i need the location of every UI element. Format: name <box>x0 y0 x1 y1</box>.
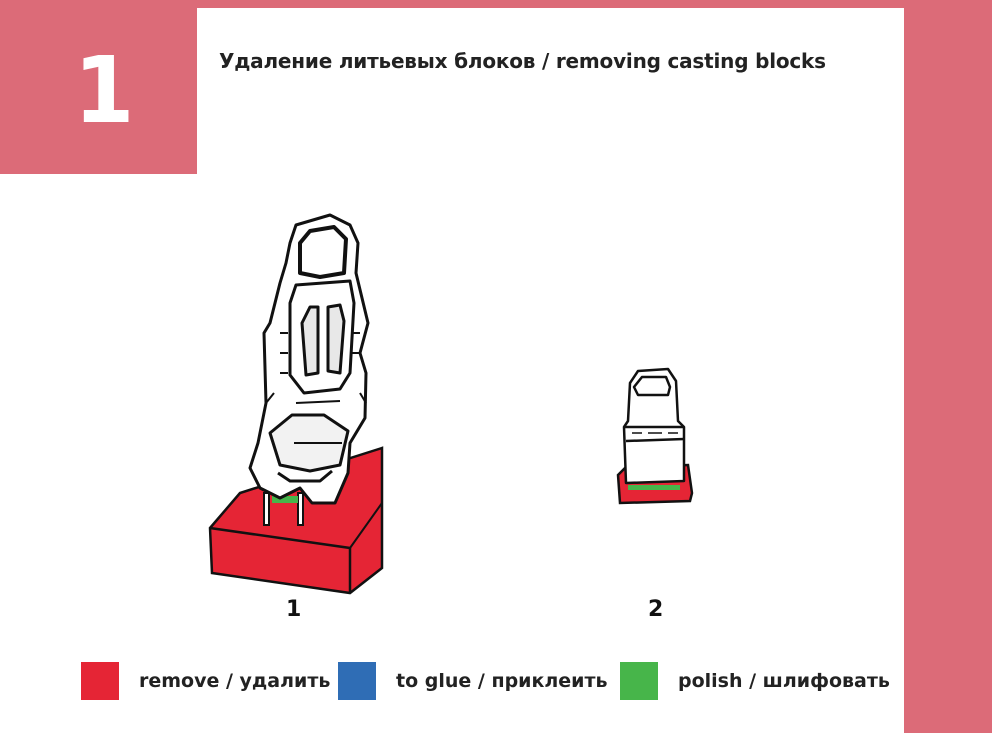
small-polish-area <box>628 485 680 490</box>
legend-remove-label: remove / удалить <box>139 670 331 692</box>
legend-remove: remove / удалить <box>81 662 330 700</box>
legend-glue: to glue / приклеить <box>338 662 608 700</box>
step-title: Удаление литьевых блоков / removing cast… <box>219 49 826 73</box>
legend-glue-label: to glue / приклеить <box>396 670 608 692</box>
figure-1-seat-illustration <box>208 213 384 595</box>
small-part-body <box>622 367 686 485</box>
polish-area <box>272 496 298 503</box>
remove-swatch <box>81 662 119 700</box>
figure-2-label: 2 <box>648 597 664 622</box>
step-number-box: 1 <box>0 8 197 174</box>
sprue-pins <box>263 492 304 526</box>
legend-polish-label: polish / шлифовать <box>678 670 890 692</box>
legend-polish: polish / шлифовать <box>620 662 890 700</box>
seat-details <box>265 332 367 444</box>
seat-body <box>248 213 370 505</box>
step-number: 1 <box>74 37 135 144</box>
figure-1-label: 1 <box>286 597 302 622</box>
instruction-sheet: 1 Удаление литьевых блоков / removing ca… <box>0 8 904 733</box>
polish-swatch <box>620 662 658 700</box>
figure-2-part-illustration <box>616 367 694 505</box>
glue-swatch <box>338 662 376 700</box>
